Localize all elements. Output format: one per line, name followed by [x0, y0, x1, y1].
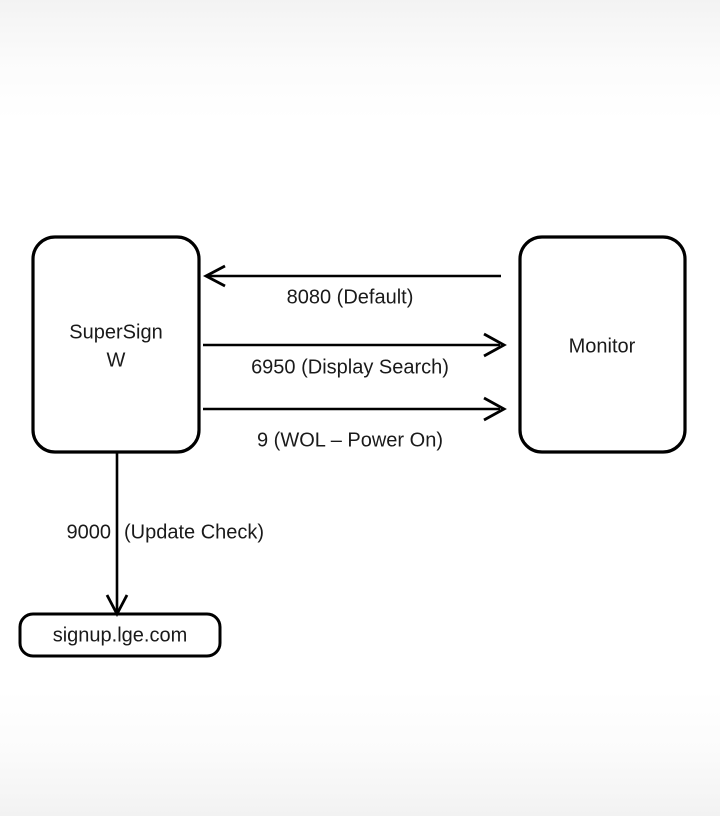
monitor-box-shape — [518, 235, 687, 454]
arrow-right-icon — [483, 332, 507, 358]
node-supersign-w[interactable]: SuperSign W — [31, 235, 201, 454]
node-monitor[interactable]: Monitor — [518, 235, 687, 454]
signup-label: signup.lge.com — [53, 624, 188, 646]
supersign-label-line1: SuperSign — [69, 321, 162, 343]
arrow-down-icon — [105, 594, 129, 618]
edge-8080-label: 8080 (Default) — [287, 286, 414, 308]
edge-port-6950[interactable]: 6950 (Display Search) — [203, 332, 507, 378]
arrow-left-icon — [202, 264, 226, 288]
edge-9-label: 9 (WOL – Power On) — [257, 429, 443, 451]
edge-9000-label-port: 9000 — [67, 521, 112, 543]
arrow-right-icon — [483, 396, 507, 422]
node-signup-lge-com[interactable]: signup.lge.com — [18, 612, 222, 658]
supersign-label-line2: W — [107, 349, 126, 371]
signup-box-shape — [18, 612, 222, 658]
supersign-box-shape — [31, 235, 201, 454]
edge-6950-label: 6950 (Display Search) — [251, 356, 449, 378]
edge-port-9000[interactable]: 9000 (Update Check) — [67, 452, 265, 618]
edge-port-8080[interactable]: 8080 (Default) — [202, 264, 501, 308]
monitor-label: Monitor — [569, 335, 636, 357]
edge-port-9-wol[interactable]: 9 (WOL – Power On) — [203, 396, 507, 451]
edge-9000-label-purpose: (Update Check) — [124, 521, 264, 543]
